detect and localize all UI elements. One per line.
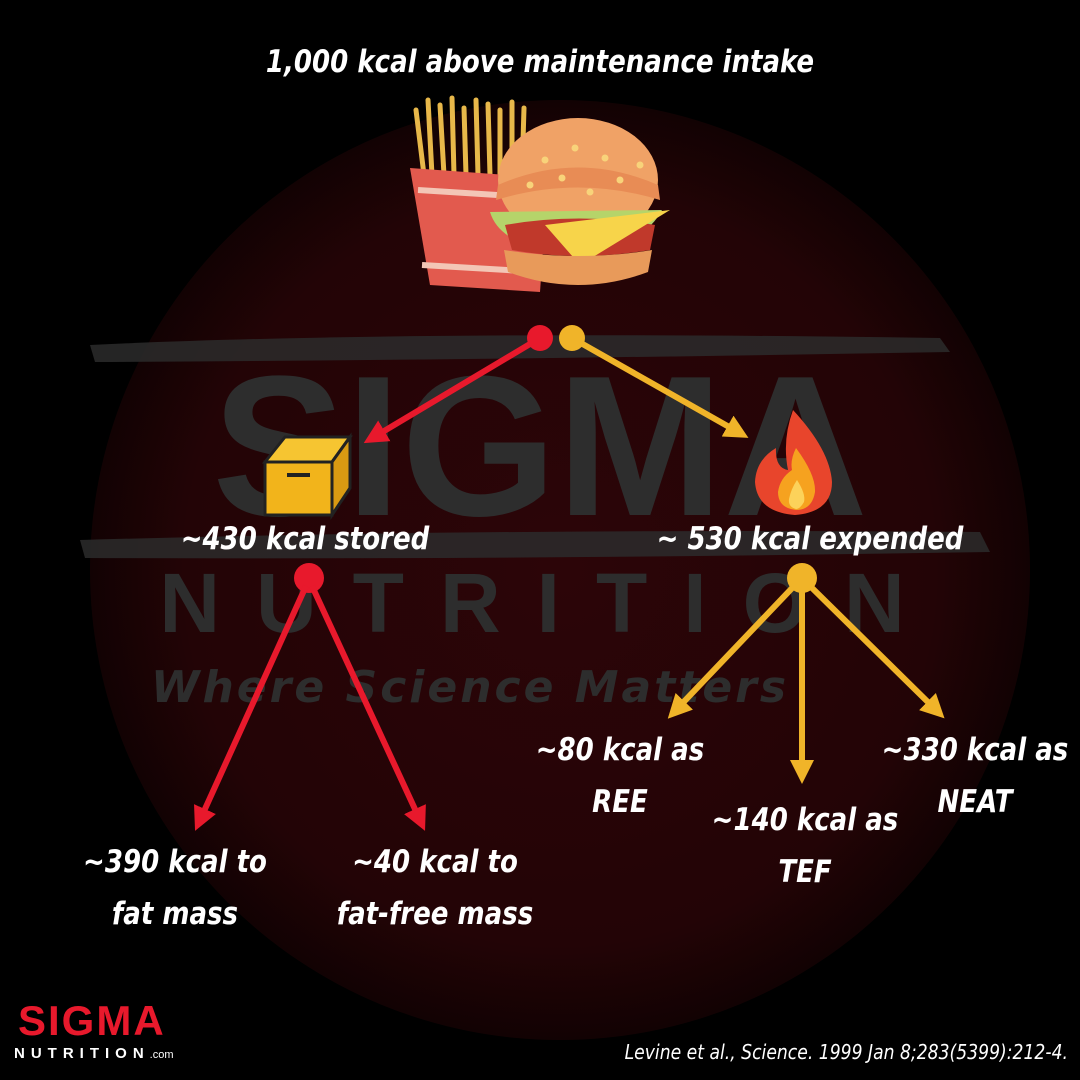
tef-label: ~140 kcal as TEF xyxy=(700,794,910,898)
arrow-to-fat-mass xyxy=(194,584,309,831)
fat-free-mass-line1: ~40 kcal to xyxy=(352,844,518,880)
expended-branch-arrows xyxy=(559,325,945,784)
fat-mass-label: ~390 kcal to fat mass xyxy=(62,836,289,940)
stored-label: ~430 kcal stored xyxy=(180,521,430,557)
fat-free-mass-label: ~40 kcal to fat-free mass xyxy=(322,836,549,940)
tef-line2: TEF xyxy=(778,854,832,890)
arrow-to-neat xyxy=(806,582,945,719)
ree-line1: ~80 kcal as xyxy=(535,732,705,768)
ree-line2: REE xyxy=(592,784,648,820)
fire-icon xyxy=(755,410,832,515)
logo-sub-text: NUTRITION xyxy=(14,1045,150,1062)
watermark-brush-mid xyxy=(80,531,990,559)
fat-free-mass-line2: fat-free mass xyxy=(336,896,534,932)
fat-mass-line1: ~390 kcal to xyxy=(83,844,267,880)
tef-line1: ~140 kcal as xyxy=(711,802,899,838)
expended-node-dot xyxy=(559,325,585,351)
logo-com-text: .com xyxy=(149,1049,174,1061)
citation: Levine et al., Science. 1999 Jan 8;283(5… xyxy=(624,1040,1068,1064)
fat-mass-line2: fat mass xyxy=(111,896,239,932)
watermark-circle xyxy=(90,100,1030,1040)
arrow-to-expended xyxy=(570,335,749,438)
logo-subtitle: NUTRITION.com xyxy=(14,1045,174,1062)
arrow-to-ree xyxy=(667,582,798,719)
logo-wordmark: SIGMA xyxy=(18,997,166,1044)
box-icon xyxy=(261,432,353,520)
neat-line2: NEAT xyxy=(937,784,1013,820)
expended-label: ~ 530 kcal expended xyxy=(656,521,964,557)
arrow-to-stored xyxy=(363,335,542,444)
stored-branch-arrows xyxy=(194,325,553,831)
stored-split-dot xyxy=(294,563,324,593)
sigma-nutrition-logo: SIGMA NUTRITION.com xyxy=(10,995,230,1075)
burger-and-fries-icon xyxy=(410,95,670,292)
neat-label: ~330 kcal as NEAT xyxy=(874,724,1076,828)
neat-line1: ~330 kcal as xyxy=(881,732,1069,768)
stored-node-dot xyxy=(527,325,553,351)
arrow-to-fat-free-mass xyxy=(309,584,426,831)
ree-label: ~80 kcal as REE xyxy=(523,724,716,828)
diagram-title: 1,000 kcal above maintenance intake xyxy=(265,44,815,80)
